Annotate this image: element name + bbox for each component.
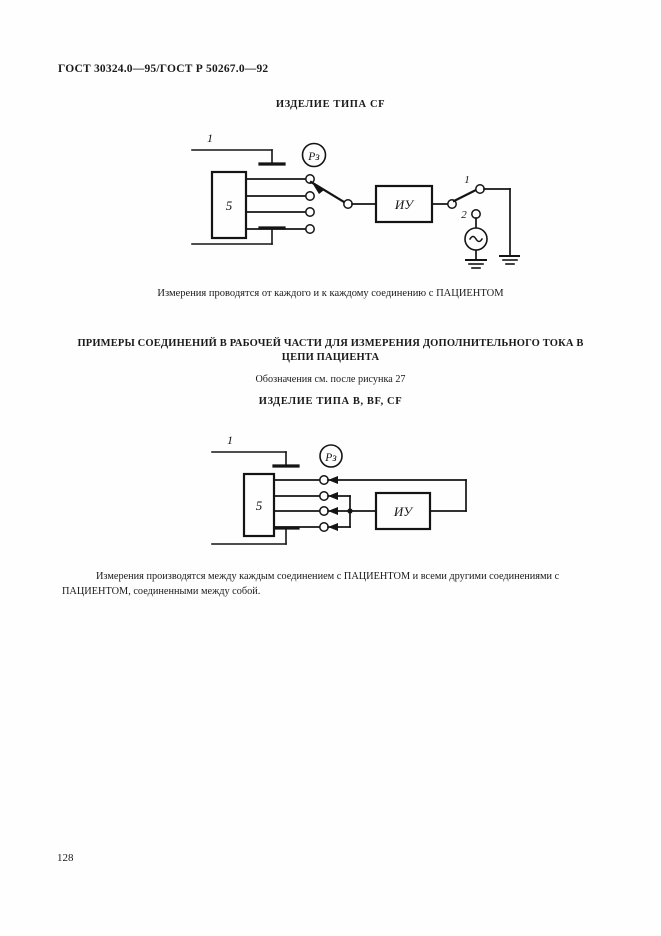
changeover-blade xyxy=(452,188,478,203)
measuring-device-label-2: ИУ xyxy=(393,504,414,519)
switch-pos-2-label: 2 xyxy=(461,209,467,221)
lead-arrowheads-lower xyxy=(328,492,338,531)
lead-terminals xyxy=(305,174,315,234)
measuring-device-box-2 xyxy=(374,491,432,531)
figure-2-caption: Измерения производятся между каждым соед… xyxy=(62,571,560,597)
measuring-device-label: ИУ xyxy=(394,197,415,212)
figure-1-caption: Измерения проводятся от каждого и к кажд… xyxy=(157,288,504,299)
circuit-diagram-b-bf-cf: 5 Рз xyxy=(200,432,500,560)
return-path xyxy=(327,479,467,512)
supply-line-top xyxy=(191,149,273,165)
earth-symbol-rail xyxy=(499,255,520,265)
switch-terminal-2 xyxy=(471,209,481,219)
protective-earth-symbol xyxy=(301,142,327,168)
section-title-b-bf-cf: ИЗДЕЛИЕ ТИПА B, BF, CF xyxy=(258,396,403,407)
equipment-box-label: 5 xyxy=(226,198,233,213)
section-note: Обозначения см. после рисунка 27 xyxy=(255,374,406,385)
patient-leads-2 xyxy=(273,479,321,528)
equipment-box-2 xyxy=(242,472,276,538)
section-title-cf: ИЗДЕЛИЕ ТИПА CF xyxy=(275,99,386,110)
document-header: ГОСТ 30324.0—95/ГОСТ Р 50267.0—92 xyxy=(58,63,269,75)
switch-pos-1-label: 1 xyxy=(464,174,470,186)
equipment-box-label-2: 5 xyxy=(256,498,263,513)
ac-sine-glyph xyxy=(468,235,484,243)
right-rail xyxy=(483,188,511,257)
measuring-device-box xyxy=(374,184,434,224)
switch-common-terminal xyxy=(343,199,353,209)
lead-arrowhead-top xyxy=(328,476,338,484)
page-number: 128 xyxy=(57,852,74,864)
supply-label-2: 1 xyxy=(227,433,233,447)
earth-symbol-source xyxy=(465,259,487,269)
protective-earth-symbol-2 xyxy=(319,444,343,468)
supply-line-bottom xyxy=(191,227,273,245)
patient-leads xyxy=(245,178,307,230)
protective-earth-label: Рз xyxy=(307,151,320,163)
supply-line-bottom-2 xyxy=(211,527,287,545)
section-heading-line-1: ПРИМЕРЫ СОЕДИНЕНИЙ В РАБОЧЕЙ ЧАСТИ ДЛЯ И… xyxy=(77,338,584,349)
supply-line-top-2 xyxy=(211,451,287,467)
switch-terminal-1 xyxy=(475,184,485,194)
selector-switch-arrow xyxy=(311,181,324,194)
section-heading: ПРИМЕРЫ СОЕДИНЕНИЙ В РАБОЧЕЙ ЧАСТИ ДЛЯ И… xyxy=(68,337,593,365)
section-heading-line-2: ЦЕПИ ПАЦИЕНТА xyxy=(281,352,380,364)
circuit-diagram-cf: 5 xyxy=(180,128,520,273)
protective-earth-label-2: Рз xyxy=(324,452,337,464)
equipment-box xyxy=(210,170,248,240)
lead-terminals-2 xyxy=(319,475,329,532)
supply-label: 1 xyxy=(207,131,213,145)
